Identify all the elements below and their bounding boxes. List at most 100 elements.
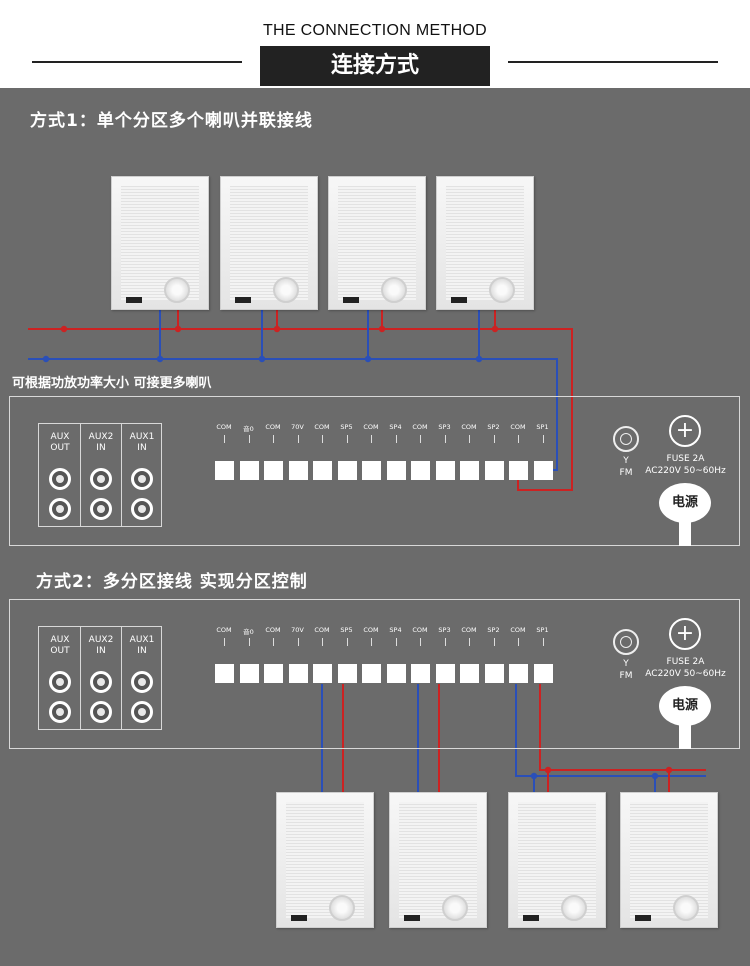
terminal-label: SP2 [487,626,500,634]
terminal-label: COM [363,626,379,634]
speaker-terminal[interactable] [215,664,234,683]
terminal-label: COM [461,626,477,634]
terminal-tick [248,435,250,443]
terminal-label: COM [510,626,526,634]
terminal-tick [297,638,299,646]
speaker-terminal[interactable] [264,461,283,480]
aux1-in-jack-bottom[interactable] [131,701,153,723]
speaker-terminal[interactable] [484,664,504,683]
speaker-terminal[interactable] [337,664,357,683]
terminal-tick [224,435,225,443]
fm-antenna-jack[interactable] [613,629,639,655]
aux-out-jack-bottom[interactable] [49,498,71,520]
speaker-terminal[interactable] [533,664,553,683]
terminal-label: COM [412,626,428,634]
speaker-terminal[interactable] [313,461,332,480]
speaker-terminal[interactable] [239,461,259,480]
speaker-terminal[interactable] [264,664,283,683]
terminal-label: SP1 [536,626,549,634]
aux2-in-jack-top[interactable] [90,671,112,693]
speaker-terminal[interactable] [362,461,381,480]
power-plug: 电源 [659,686,711,726]
terminal-label: COM [314,626,330,634]
terminal-tick [371,435,372,443]
power-plug: 电源 [659,483,711,523]
speaker-terminal[interactable] [484,461,504,480]
wire-junction [156,355,164,363]
speaker-terminal[interactable] [288,461,308,480]
header-divider-right [508,61,718,63]
speaker-terminal[interactable] [386,664,406,683]
speaker-terminal[interactable] [509,461,528,480]
wire-junction [665,766,673,774]
terminal-tick [420,435,421,443]
aux1-in-jack-top[interactable] [131,671,153,693]
terminal-tick [248,638,250,646]
terminal-tick [297,435,299,443]
speaker-terminal[interactable] [460,664,479,683]
speaker-terminal[interactable] [533,461,553,480]
speaker-terminal[interactable] [435,461,455,480]
header-subtitle: 连接方式 [260,46,490,86]
speaker-terminal[interactable] [460,461,479,480]
terminal-tick [518,638,519,646]
terminal-label: COM [216,626,232,634]
terminal-label: COM [461,423,477,431]
fuse-holder-icon[interactable]: + [669,618,701,650]
speaker-terminal[interactable] [288,664,308,683]
aux-out-jack-bottom[interactable] [49,701,71,723]
aux-out-jack-top[interactable] [49,671,71,693]
speaker-terminal[interactable] [215,461,234,480]
terminal-label: COM [314,423,330,431]
speaker-terminal[interactable] [411,664,430,683]
fm-antenna-jack[interactable] [613,426,639,452]
wall-speaker [111,176,209,310]
terminal-tick [444,638,446,646]
wire-junction [530,772,538,780]
terminal-label: SP5 [340,423,353,431]
speaker-terminal[interactable] [337,461,357,480]
aux1-in-jack-bottom[interactable] [131,498,153,520]
speaker-terminal[interactable] [362,664,381,683]
terminal-tick [518,435,519,443]
terminal-label: COM [265,423,281,431]
speaker-terminal[interactable] [239,664,259,683]
wire-junction [273,325,281,333]
terminal-label: COM [412,423,428,431]
terminal-tick [444,435,446,443]
fuse-holder-icon[interactable]: + [669,415,701,447]
wall-speaker [220,176,318,310]
method2-title: 方式2：多分区接线 实现分区控制 [36,572,308,592]
aux2-in-jack-bottom[interactable] [90,701,112,723]
aux-out-jack-top[interactable] [49,468,71,490]
terminal-label: SP2 [487,423,500,431]
aux1-in-jack-top[interactable] [131,468,153,490]
wall-speaker [276,792,374,928]
speaker-terminal[interactable] [435,664,455,683]
wall-speaker [389,792,487,928]
aux2-in-jack-top[interactable] [90,468,112,490]
terminal-tick [346,638,348,646]
header: THE CONNECTION METHOD 连接方式 [0,0,750,88]
terminal-tick [542,435,544,443]
wire-junction [60,325,68,333]
speaker-terminal[interactable] [509,664,528,683]
aux2-in-jack-bottom[interactable] [90,498,112,520]
speaker-terminal[interactable] [411,461,430,480]
wire-junction [651,772,659,780]
speaker-terminal[interactable] [386,461,406,480]
terminal-label: COM [363,423,379,431]
terminal-label: SP4 [389,626,402,634]
terminal-tick [322,638,323,646]
wire-junction [42,355,50,363]
speaker-terminal[interactable] [313,664,332,683]
terminal-tick [493,638,495,646]
terminal-label: SP3 [438,626,451,634]
